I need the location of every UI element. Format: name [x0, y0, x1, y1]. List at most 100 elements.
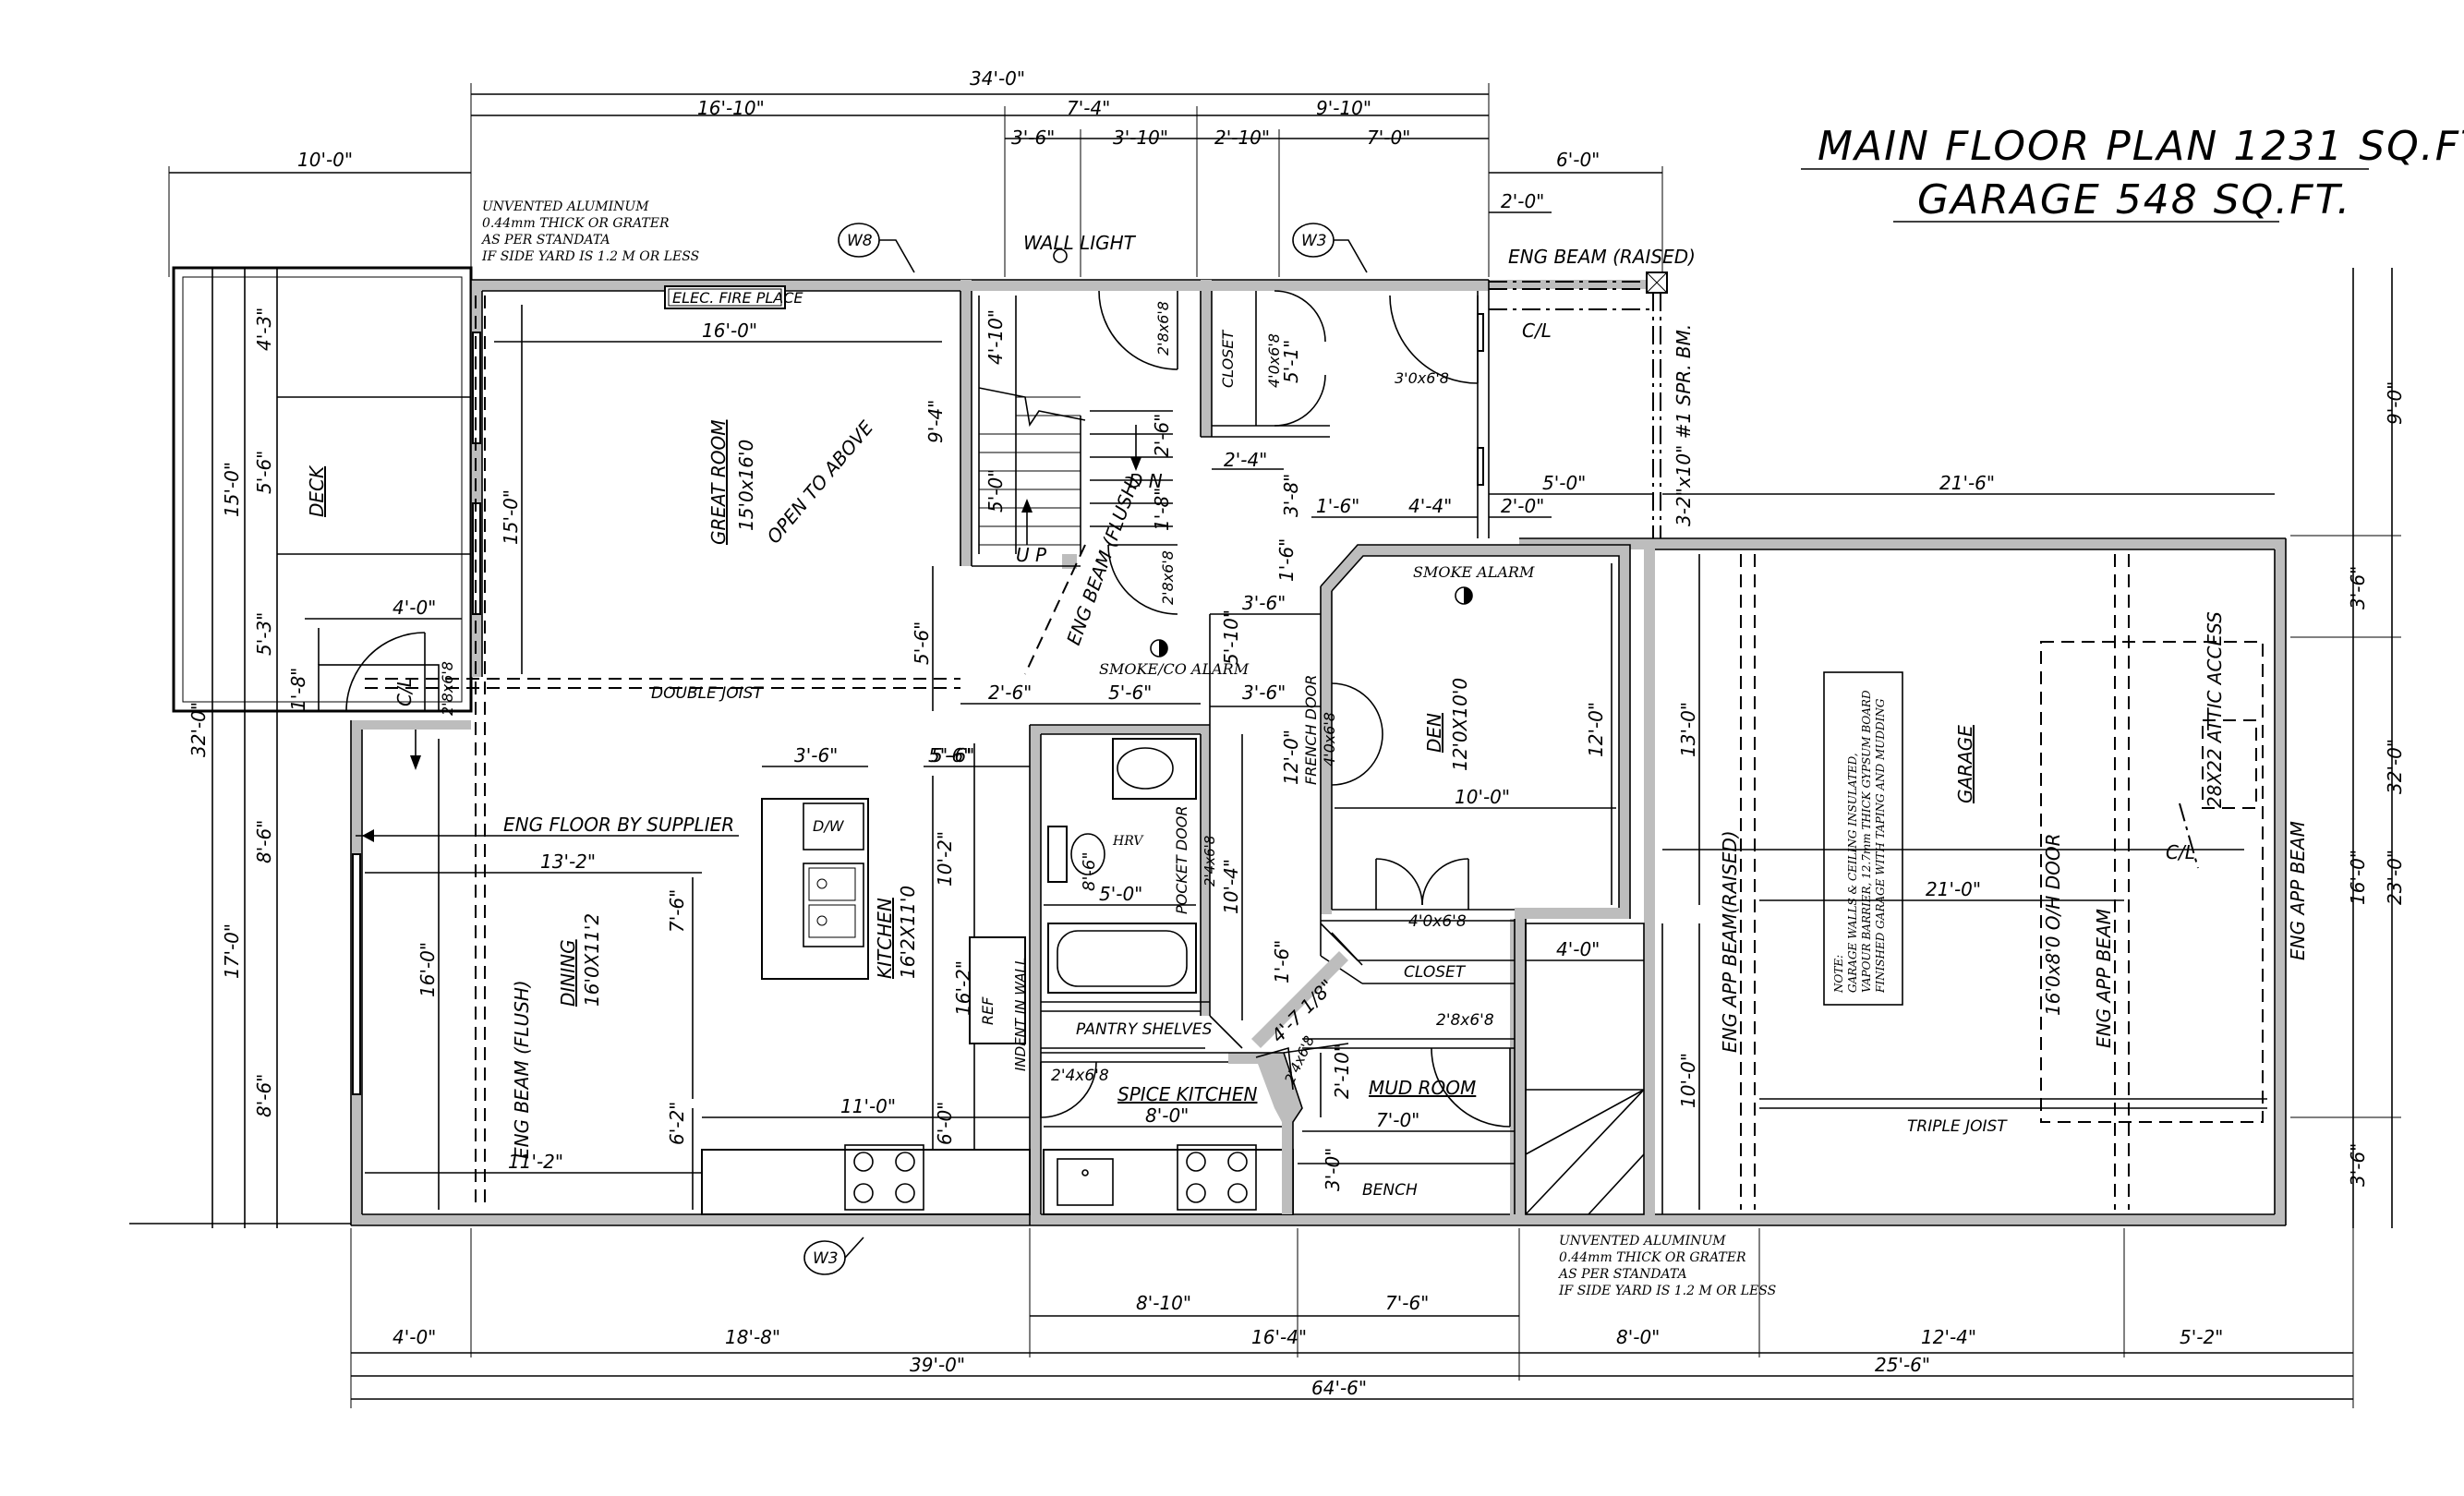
dim-3-0: 3'-0" [1322, 1148, 1344, 1191]
dim-21-0: 21'-0" [1926, 878, 1981, 900]
dining: ENG FLOOR BY SUPPLIER 13'-2" 11'-2" 16'-… [356, 296, 739, 1210]
dim-21-6: 21'-6" [1939, 472, 1995, 494]
dim-right-23-0: 23'-0" [2384, 850, 2406, 905]
dim-10-2: 10'-2" [934, 831, 956, 887]
dim-left-5-6: 5'-6" [253, 451, 275, 494]
garage-note-3: VAPOUR BARRIER, 12.7mm THICK GYPSUM BOAR… [1860, 690, 1873, 993]
dim-right-9-0: 9'-0" [2384, 381, 2406, 425]
spr-beam: 3-2"x10" #1 SPR. BM. [1673, 324, 1695, 526]
spice-kitchen-label: SPICE KITCHEN [1117, 1083, 1257, 1105]
dim-stair-4-10: 4'-10" [984, 309, 1007, 365]
bottom-dimensions: 4'-0" 18'-8" 8'-10" 7'-6" 16'-4" 8'-0" 1… [350, 1228, 2354, 1408]
dim-2-6b: 2'-6" [988, 682, 1032, 704]
dim-7-0: 7'-0" [1367, 127, 1410, 149]
dim-10-4: 10'-4" [1220, 859, 1242, 914]
kitchen-label: KITCHEN [874, 898, 896, 979]
tag-w3-top: W3 [1301, 232, 1327, 250]
spice-kitchen: 2'4x6'8 SPICE KITCHEN 8'-0" 2'4x6'8 [1040, 1033, 1349, 1215]
garage-note-4: FINISHED GARAGE WITH TAPING AND MUDDING [1874, 698, 1887, 994]
dim-kitchen-3-6: 3'-6" [794, 744, 838, 766]
eng-app-beam-right: ENG APP BEAM [2287, 821, 2309, 960]
note-bottom-2: 0.44mm THICK OR GRATER [1559, 1250, 1746, 1265]
dim-2-10: 2'-10" [1214, 127, 1270, 149]
door-2-8x6-8-mud: 2'8x6'8 [1436, 1011, 1494, 1030]
top-dimensions: 34'-0" 16'-10" 7'-4" 9'-10" 3'-6" 3'-10"… [168, 67, 1663, 277]
left-dimensions: 32'-0" 15'-0" 17'-0" 4'-3" 5'-6" 5'-3" 8… [129, 268, 480, 1228]
pocket-door: POCKET DOOR [1173, 806, 1190, 915]
note-top-4: IF SIDE YARD IS 1.2 M OR LESS [481, 249, 699, 264]
dim-6-0: 6'-0" [1556, 149, 1600, 171]
cl-left: C/L [393, 677, 416, 706]
dim-7-0b: 7'-0" [1376, 1109, 1419, 1131]
note-bottom-4: IF SIDE YARD IS 1.2 M OR LESS [1558, 1284, 1776, 1298]
kitchen-size: 16'2X11'0 [897, 886, 919, 979]
eng-beam-flush-left: ENG BEAM (FLUSH) [511, 980, 533, 1159]
attic-access-1: 28X22 ATTIC ACCESS [2204, 611, 2226, 808]
note-bottom-1: UNVENTED ALUMINUM [1559, 1234, 1726, 1249]
dim-6-2: 6'-2" [666, 1102, 688, 1145]
dim-bottom-8-0: 8'-0" [1616, 1326, 1660, 1348]
door-2-4x6-8-spice: 2'4x6'8 [1051, 1067, 1109, 1085]
dim-3-8: 3'-8" [1280, 474, 1302, 517]
den-closet: CLOSET [1404, 963, 1467, 982]
dim-stair-5-0: 5'-0" [984, 469, 1007, 513]
stair-treads [979, 396, 1081, 546]
dim-left-4-3: 4'-3" [253, 308, 275, 351]
garage-label: GARAGE [1954, 725, 1976, 803]
note-bottom-3: AS PER STANDATA [1557, 1267, 1687, 1282]
wall-light: WALL LIGHT [1023, 232, 1137, 254]
french-door: FRENCH DOOR [1302, 675, 1320, 785]
closet-upper: CLOSET [1219, 330, 1237, 388]
dim-16-10: 16'-10" [697, 97, 765, 119]
dim-2-0b: 2'-0" [1501, 495, 1544, 517]
dim-bottom-39-0: 39'-0" [910, 1354, 965, 1376]
garage-note-2: GARAGE WALLS & CEILING INSULATED, [1846, 753, 1859, 993]
dim-3-6c: 3'-6" [1242, 592, 1286, 614]
smoke-alarm: SMOKE ALARM [1413, 563, 1535, 581]
right-dimensions: 9'-0" 3'-6" 32'-0" 16'-0" 23'-0" 3'-6" [2290, 268, 2406, 1228]
note-top-3: AS PER STANDATA [480, 233, 610, 247]
stair-up: U P [1016, 544, 1047, 566]
dim-left-8-6b: 8'-6" [253, 1074, 275, 1117]
deck: DECK 4'-0" 1'-8" C/L 2'8x6'8 [172, 266, 473, 770]
kitchen: D/W KITCHEN 16'2X11'0 3'-6" REF INDENT I… [666, 744, 1031, 1215]
dim-bottom-8-10: 8'-10" [1136, 1292, 1191, 1314]
tag-w3-bottom: W3 [813, 1249, 839, 1268]
dim-11-0: 11'-0" [840, 1095, 896, 1117]
dim-left-17-0: 17'-0" [221, 923, 243, 979]
dining-label: DINING [557, 939, 579, 1007]
dim-bottom-7-6: 7'-6" [1385, 1292, 1429, 1314]
oh-door: 16'0x8'0 O/H DOOR [2042, 834, 2064, 1016]
dim-3-6: 3'-6" [1011, 127, 1055, 149]
plan-title: MAIN FLOOR PLAN 1231 SQ.FT. GARAGE 548 S… [1801, 123, 2464, 223]
cl-top: C/L [1522, 320, 1552, 342]
cl-right: C/L [2166, 841, 2195, 863]
dim-3-6e: 3'-6" [1242, 682, 1286, 704]
den-label: DEN [1423, 713, 1445, 753]
smoke-alarms: SMOKE ALARM SMOKE/CO ALARM [1099, 563, 1535, 678]
dim-bath-5-0: 5'-0" [1099, 883, 1142, 905]
dim-4-4: 4'-4" [1408, 495, 1452, 517]
dim-10-0: 10'-0" [297, 149, 353, 171]
dim-1-6c: 1'-6" [1271, 940, 1293, 983]
dim-bottom-64-6: 64'-6" [1311, 1377, 1367, 1399]
note-top-1: UNVENTED ALUMINUM [482, 199, 649, 214]
door-4-0x6-8-closet: 4'0x6'8 [1265, 333, 1283, 388]
den-size: 12'0X10'0 [1449, 678, 1471, 771]
dim-closet-5-1: 5'-1" [1280, 340, 1302, 383]
dim-stair-2-6: 2'-6" [1151, 414, 1173, 457]
dining-size: 16'0X11'2 [581, 913, 603, 1007]
dim-5-6-k: 5'-6" [928, 744, 972, 766]
dishwasher: D/W [813, 817, 845, 835]
door-2-8x6-8-top: 2'8x6'8 [1154, 301, 1172, 356]
title-main-floor: MAIN FLOOR PLAN 1231 SQ.FT. [1818, 123, 2464, 170]
dim-deck-4-0: 4'-0" [393, 597, 436, 619]
dim-right-3-6b: 3'-6" [2347, 1143, 2369, 1187]
eng-floor-by-supplier: ENG FLOOR BY SUPPLIER [503, 814, 734, 836]
mud-room-label: MUD ROOM [1369, 1077, 1476, 1099]
dim-bottom-25-6: 25'-6" [1875, 1354, 1930, 1376]
dim-great-16-0: 16'-0" [702, 320, 757, 342]
dim-2-0: 2'-0" [1501, 190, 1544, 212]
dim-13-0: 13'-0" [1677, 702, 1699, 757]
